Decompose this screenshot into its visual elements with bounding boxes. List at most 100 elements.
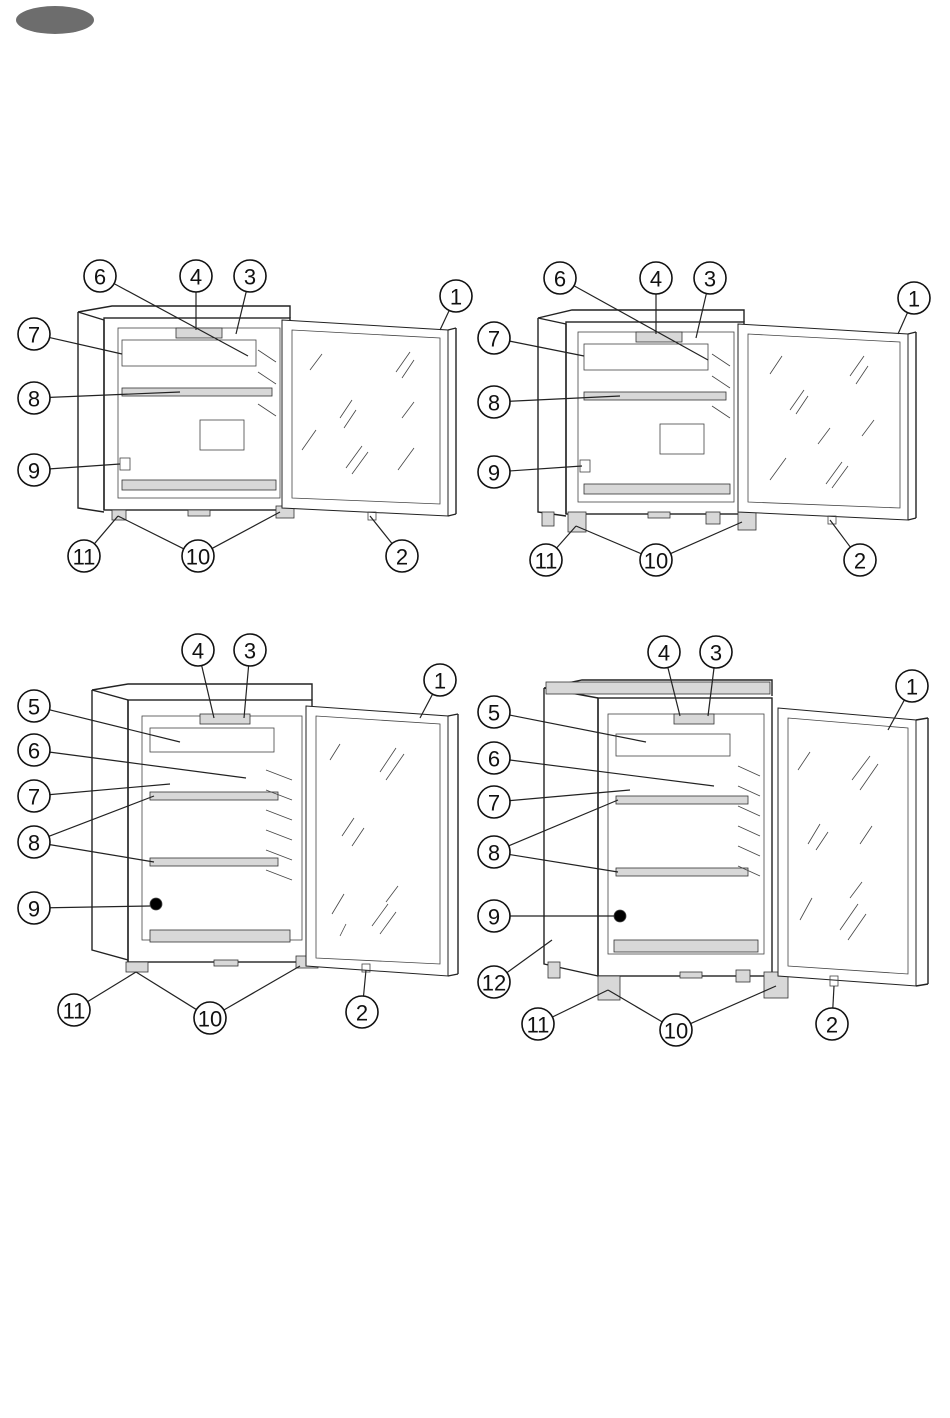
callout-b-9: 9 — [478, 456, 510, 488]
callout-number: 7 — [488, 791, 500, 816]
callout-number: 4 — [658, 641, 670, 666]
callout-a-3: 3 — [234, 260, 266, 292]
callout-b-6: 6 — [544, 262, 576, 294]
leader-line — [552, 990, 608, 1017]
leader-line — [576, 526, 641, 554]
callout-a-11: 11 — [68, 540, 100, 572]
callout-d-6: 6 — [478, 742, 510, 774]
callout-d-8: 8 — [478, 836, 510, 868]
callout-c-3: 3 — [234, 634, 266, 666]
leader-line — [509, 800, 618, 846]
leader-line — [94, 516, 118, 544]
leader-line — [833, 986, 834, 1008]
callout-b-2: 2 — [844, 544, 876, 576]
leader-line — [364, 970, 366, 996]
leader-line — [370, 516, 392, 544]
callout-a-8: 8 — [18, 382, 50, 414]
callout-number: 2 — [356, 1001, 368, 1026]
leader-line — [136, 972, 196, 1010]
callout-d-10: 10 — [660, 1014, 692, 1046]
callout-c-9: 9 — [18, 892, 50, 924]
callout-a-1: 1 — [440, 280, 472, 312]
callout-a-7: 7 — [18, 318, 50, 350]
callout-number: 9 — [488, 461, 500, 486]
figure-b-cabinet — [538, 310, 916, 532]
callout-number: 1 — [450, 285, 462, 310]
leader-line — [50, 906, 150, 908]
callout-a-2: 2 — [386, 540, 418, 572]
callout-number: 6 — [554, 267, 566, 292]
callout-number: 12 — [482, 971, 506, 996]
callout-c-6: 6 — [18, 734, 50, 766]
callout-d-4: 4 — [648, 636, 680, 668]
callout-d-7: 7 — [478, 786, 510, 818]
callout-number: 10 — [644, 549, 668, 574]
callout-number: 2 — [826, 1013, 838, 1038]
leader-line — [88, 972, 136, 1002]
callout-number: 7 — [28, 323, 40, 348]
leader-line — [510, 715, 646, 742]
callout-number: 9 — [28, 897, 40, 922]
callout-number: 7 — [488, 327, 500, 352]
leader-line — [50, 338, 122, 354]
callout-c-4: 4 — [182, 634, 214, 666]
callout-c-8: 8 — [18, 826, 50, 858]
leader-line — [510, 855, 618, 872]
callout-number: 1 — [906, 675, 918, 700]
callout-d-2: 2 — [816, 1008, 848, 1040]
callout-number: 2 — [854, 549, 866, 574]
leader-line — [50, 845, 154, 862]
callout-c-2: 2 — [346, 996, 378, 1028]
callout-a-9: 9 — [18, 454, 50, 486]
callout-c-7: 7 — [18, 780, 50, 812]
callout-number: 11 — [527, 1013, 550, 1038]
callout-c-5: 5 — [18, 690, 50, 722]
callout-number: 11 — [63, 999, 86, 1024]
leader-line — [696, 294, 706, 338]
callout-number: 11 — [535, 549, 558, 574]
callout-d-12: 12 — [478, 966, 510, 998]
callout-number: 3 — [244, 265, 256, 290]
callout-c-11: 11 — [58, 994, 90, 1026]
leader-line — [510, 466, 582, 471]
callout-number: 8 — [28, 831, 40, 856]
callout-b-3: 3 — [694, 262, 726, 294]
leader-line — [114, 284, 248, 356]
callout-number: 10 — [186, 545, 210, 570]
callout-number: 1 — [434, 669, 446, 694]
callout-number: 6 — [28, 739, 40, 764]
leader-line — [510, 760, 714, 786]
leader-line — [50, 464, 120, 469]
callout-b-8: 8 — [478, 386, 510, 418]
callout-number: 9 — [28, 459, 40, 484]
callout-number: 3 — [710, 641, 722, 666]
leader-line — [830, 520, 850, 547]
callout-number: 10 — [664, 1019, 688, 1044]
callout-number: 6 — [488, 747, 500, 772]
leader-line — [440, 310, 449, 330]
callout-b-11: 11 — [530, 544, 562, 576]
callout-b-7: 7 — [478, 322, 510, 354]
callout-number: 8 — [488, 841, 500, 866]
figure-d-cabinet — [544, 680, 928, 1000]
callout-number: 6 — [94, 265, 106, 290]
callout-number: 4 — [192, 639, 204, 664]
callout-b-4: 4 — [640, 262, 672, 294]
callout-number: 8 — [488, 391, 500, 416]
leader-line — [671, 522, 742, 554]
callout-number: 3 — [704, 267, 716, 292]
callout-a-10: 10 — [182, 540, 214, 572]
leader-line — [557, 526, 576, 548]
callout-b-10: 10 — [640, 544, 672, 576]
leader-line — [510, 790, 630, 801]
callout-c-1: 1 — [424, 664, 456, 696]
callout-number: 7 — [28, 785, 40, 810]
leader-line — [244, 666, 249, 718]
leader-line — [49, 796, 154, 836]
leader-line — [212, 512, 280, 548]
leader-line — [574, 286, 708, 360]
callout-d-11: 11 — [522, 1008, 554, 1040]
leader-line — [507, 940, 552, 973]
callout-number: 4 — [650, 267, 662, 292]
